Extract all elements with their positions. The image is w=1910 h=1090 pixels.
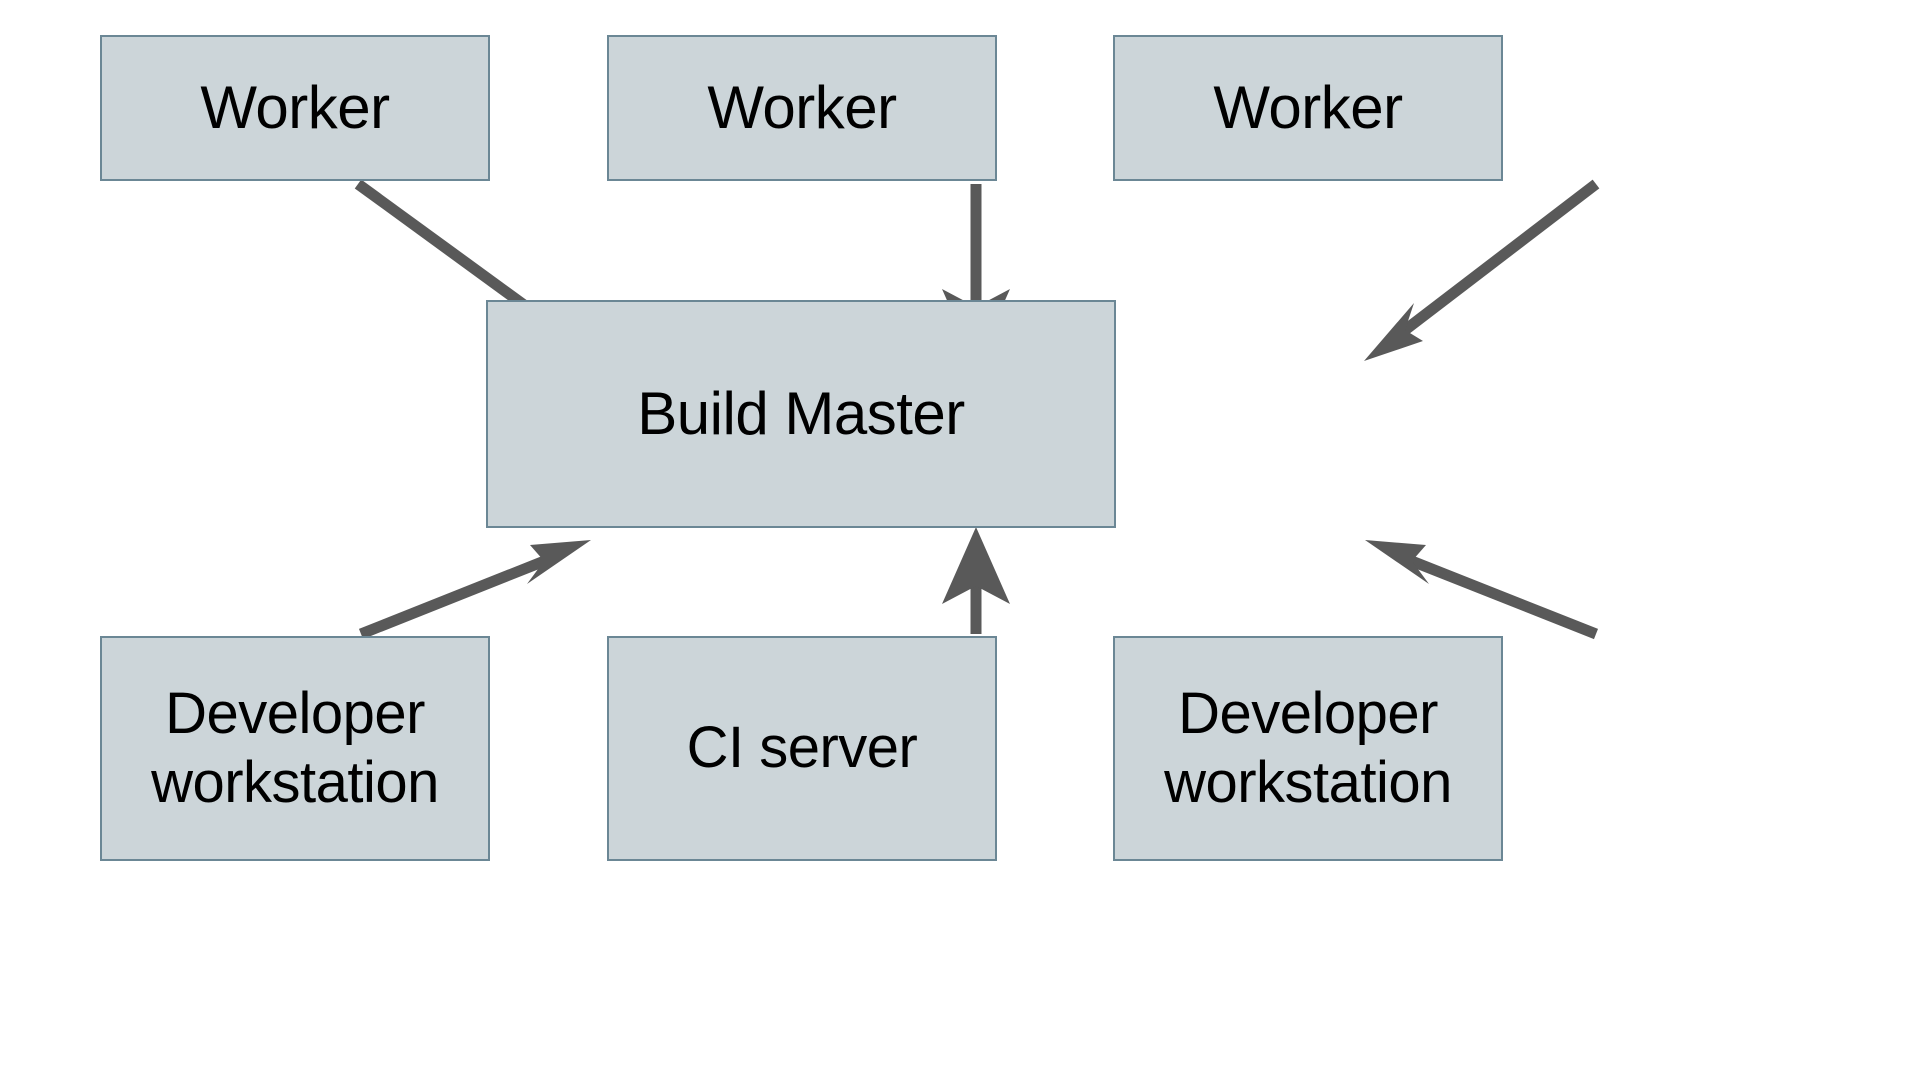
node-ci-server[interactable]: CI server bbox=[607, 636, 997, 861]
edge-devleft-to-master bbox=[358, 540, 591, 640]
node-worker-3-label: Worker bbox=[1213, 73, 1403, 141]
node-worker-2-label: Worker bbox=[707, 73, 897, 141]
node-worker-2[interactable]: Worker bbox=[607, 35, 997, 181]
node-build-master[interactable]: Build Master bbox=[486, 300, 1116, 528]
node-build-master-label: Build Master bbox=[637, 379, 965, 447]
node-worker-1-label: Worker bbox=[200, 73, 390, 141]
node-ci-server-label: CI server bbox=[686, 715, 918, 781]
node-developer-workstation-left-label: Developer workstation bbox=[151, 681, 439, 815]
node-developer-workstation-right-label: Developer workstation bbox=[1164, 681, 1452, 815]
edge-ci-to-master bbox=[942, 527, 1010, 634]
node-worker-1[interactable]: Worker bbox=[100, 35, 490, 181]
node-developer-workstation-left[interactable]: Developer workstation bbox=[100, 636, 490, 861]
edge-devright-to-master bbox=[1365, 540, 1599, 640]
node-developer-workstation-right[interactable]: Developer workstation bbox=[1113, 636, 1503, 861]
edge-worker3-to-master bbox=[1364, 179, 1600, 361]
node-worker-3[interactable]: Worker bbox=[1113, 35, 1503, 181]
